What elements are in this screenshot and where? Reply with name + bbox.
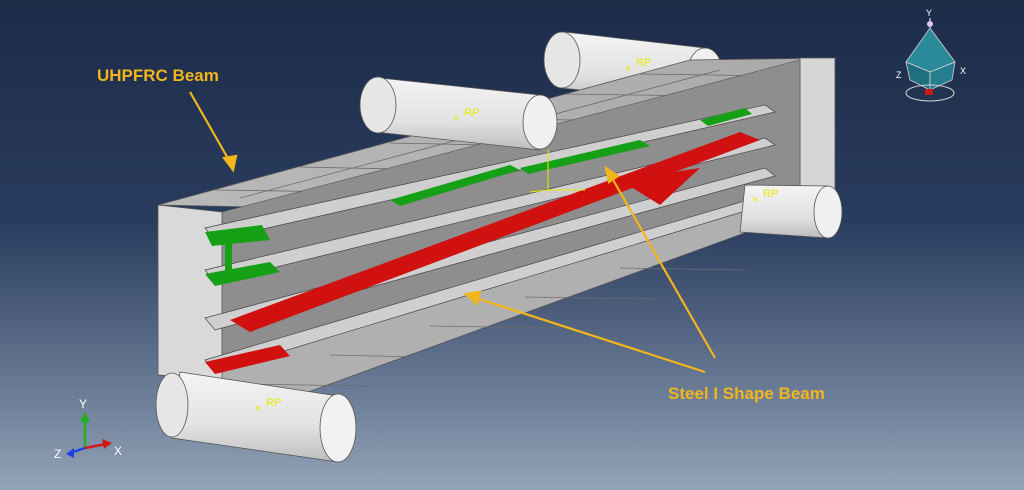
rp-marker-1[interactable]: × RP	[625, 57, 651, 75]
callout-arrows	[189, 91, 716, 374]
stress-green-2	[700, 108, 752, 126]
stress-green-1	[205, 225, 270, 246]
web-green	[225, 240, 232, 282]
uhpfrc-callout: UHPFRC Beam	[97, 66, 219, 85]
svg-text:Y: Y	[79, 397, 87, 411]
roller-back-bottom[interactable]	[739, 184, 843, 239]
view-cube[interactable]: Y Z X	[896, 8, 966, 102]
svg-text:Z: Z	[54, 447, 61, 461]
svg-text:×: ×	[752, 194, 758, 206]
stress-red-3	[205, 345, 290, 374]
rp-marker-4[interactable]: × RP	[255, 397, 281, 415]
stress-red-2	[620, 168, 700, 205]
beam-end-face	[799, 57, 836, 206]
global-triad: Y X Z	[54, 397, 122, 461]
svg-text:×: ×	[255, 403, 261, 415]
svg-text:×: ×	[453, 113, 459, 125]
stress-green-4	[390, 165, 520, 206]
rp-marker-2[interactable]: × RP	[453, 107, 479, 125]
roller-front-bottom[interactable]	[155, 371, 357, 463]
stress-green-5	[520, 140, 650, 174]
stress-green-3	[205, 262, 280, 286]
svg-text:RP: RP	[266, 397, 281, 409]
svg-text:×: ×	[625, 63, 631, 75]
svg-text:RP: RP	[464, 107, 479, 119]
svg-text:X: X	[960, 66, 966, 76]
local-csys	[529, 150, 585, 193]
steel-callout: Steel I Shape Beam	[668, 384, 825, 403]
svg-text:Y: Y	[926, 8, 932, 18]
steel-i-beam[interactable]	[204, 104, 776, 374]
rp-marker-3[interactable]: × RP	[752, 188, 778, 206]
svg-text:RP: RP	[763, 188, 778, 200]
svg-text:RP: RP	[636, 57, 651, 69]
svg-text:Z: Z	[896, 70, 902, 80]
svg-text:X: X	[114, 444, 122, 458]
roller-front-top[interactable]	[359, 76, 558, 151]
